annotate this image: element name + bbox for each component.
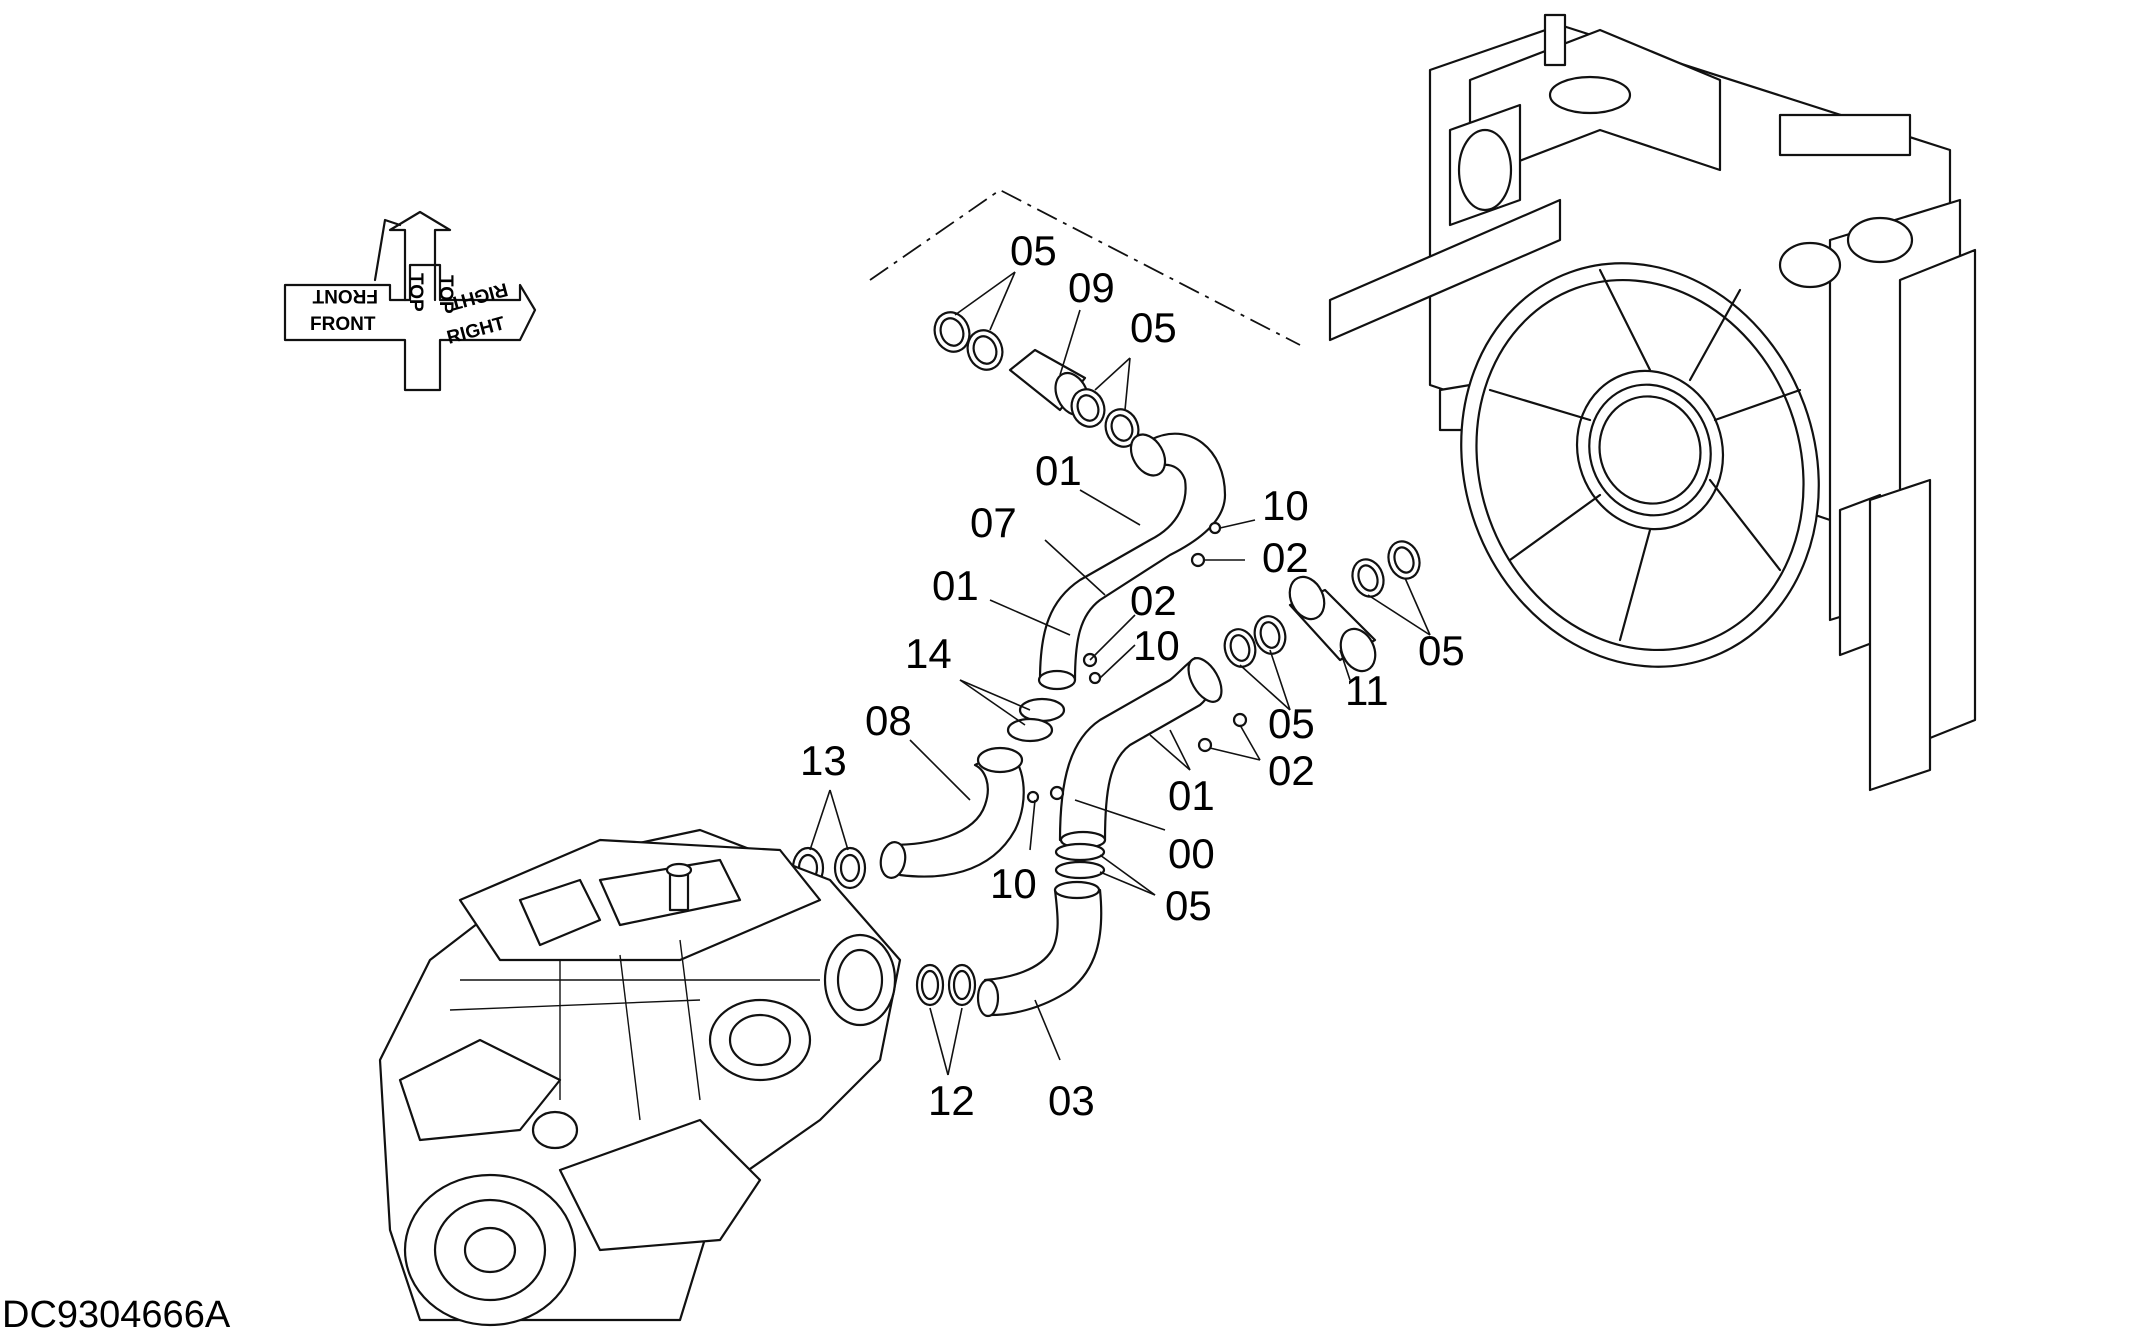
callout-labels: 05 09 05 01 10 07 02 01 02 10 14 08 13 0… — [800, 227, 1465, 1124]
bolt-02d — [1197, 737, 1213, 753]
callout-05-top: 05 — [1010, 227, 1057, 274]
bolt-02c — [1232, 712, 1248, 728]
callout-02-top: 02 — [1262, 534, 1309, 581]
callout-12: 12 — [928, 1077, 975, 1124]
callout-01-left: 01 — [932, 562, 979, 609]
pipe-07 — [1037, 432, 1227, 691]
callout-10-top: 10 — [1262, 482, 1309, 529]
callout-07: 07 — [970, 499, 1017, 546]
callout-05-center: 05 — [1268, 700, 1315, 747]
clamp-14 — [1006, 697, 1066, 743]
callout-09: 09 — [1068, 264, 1115, 311]
clamp-05b — [966, 329, 1004, 371]
hose-09 — [1008, 348, 1090, 417]
clamp-05-low — [1054, 842, 1106, 880]
callout-00: 00 — [1168, 830, 1215, 877]
callout-05-low: 05 — [1165, 882, 1212, 929]
callout-05-mid: 05 — [1130, 304, 1177, 351]
callout-11: 11 — [1345, 667, 1389, 714]
clamp-05c — [1070, 388, 1106, 428]
pipe-08 — [879, 746, 1025, 879]
radiator-assembly — [1328, 13, 1977, 792]
clamp-05-right — [1351, 540, 1421, 598]
callout-01-low: 01 — [1168, 772, 1215, 819]
callout-05-right: 05 — [1418, 627, 1465, 674]
front-label-mirror: FRONT — [312, 285, 378, 306]
nut-10b — [1088, 671, 1102, 685]
nut-10a — [1208, 521, 1222, 535]
drawing-code: DC9304666A — [2, 1294, 231, 1335]
hose-11 — [1288, 575, 1377, 673]
bolt-02a — [1190, 552, 1206, 568]
clamp-05-center — [1223, 615, 1287, 668]
callout-10-mid: 10 — [1133, 622, 1180, 669]
upper-hose-group — [933, 311, 1140, 448]
top-label: TOP — [405, 273, 426, 312]
callout-10-low: 10 — [990, 860, 1037, 907]
callout-02-mid: 02 — [1130, 577, 1177, 624]
callout-03: 03 — [1048, 1077, 1095, 1124]
callout-14: 14 — [905, 630, 952, 677]
callout-08: 08 — [865, 697, 912, 744]
leader-lines — [809, 271, 1431, 1076]
engine-assembly — [378, 828, 902, 1327]
callout-13: 13 — [800, 737, 847, 784]
pipe-03 — [976, 880, 1103, 1018]
fan-shroud-ring — [1460, 262, 1820, 668]
front-label: FRONT — [310, 314, 376, 335]
callout-02-low: 02 — [1268, 747, 1315, 794]
callout-01-top: 01 — [1035, 447, 1082, 494]
clamp-05a — [933, 311, 971, 353]
clamp-12 — [915, 963, 977, 1007]
orientation-arrows-icon: FRONT FRONT TOP TOP RIGHT RIGHT — [283, 210, 537, 392]
clamp-05d — [1104, 408, 1140, 448]
top-label-2: TOP — [435, 275, 456, 314]
assembly-reference-line — [869, 188, 1301, 346]
nut-10c — [1026, 790, 1040, 804]
